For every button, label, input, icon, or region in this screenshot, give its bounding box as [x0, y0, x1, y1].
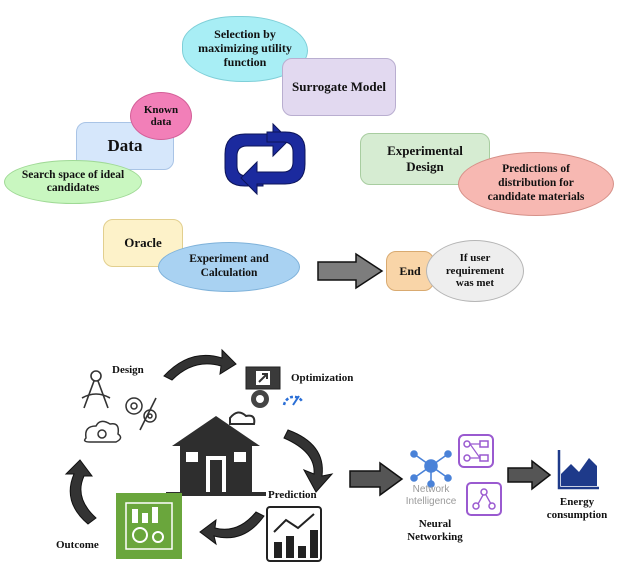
cloud-gear-icon [83, 420, 122, 443]
outcome-icon [116, 493, 182, 559]
prediction-label: Prediction [268, 489, 317, 501]
experiment-cloud: Experiment and Calculation [158, 242, 300, 292]
house-icon [166, 411, 266, 496]
curved-arrow-outcome-design [64, 459, 97, 525]
surrogate-model-label: Surrogate Model [292, 79, 386, 94]
gears-icon [125, 397, 157, 423]
data-label: Data [107, 136, 143, 155]
optimization-label: Optimization [291, 372, 354, 384]
selection-label: Selection by maximizing utility function [198, 27, 292, 69]
curved-arrow-prediction-outcome [199, 511, 265, 546]
predictions-label: Predictions of distribution for candidat… [487, 163, 585, 203]
predictions-cloud: Predictions of distribution for candidat… [458, 152, 614, 216]
neural-networking-label: Neural Networking [407, 518, 463, 543]
to-end-arrow [317, 252, 384, 290]
end-label: End [399, 263, 421, 278]
design-label: Design [112, 364, 144, 376]
prediction-chart-icon [266, 506, 322, 562]
design-icons [81, 370, 157, 443]
curved-arrow-optimization-prediction [283, 429, 334, 493]
if-user-label: If user requirement was met [445, 252, 505, 290]
cycle-arrow-right-icon [240, 131, 306, 196]
search-space-cloud: Search space of ideal candidates [4, 160, 142, 204]
network-intelligence-label: Network Intelligence [405, 484, 457, 507]
network-intelligence-icon [410, 450, 452, 488]
outcome-label: Outcome [56, 539, 99, 551]
to-energy-arrow [507, 459, 552, 491]
experimental-design-label: Experimental Design [387, 143, 463, 174]
neural-network-icon [458, 434, 494, 468]
wrench-icon [139, 397, 157, 431]
cycle-arrows [224, 122, 306, 196]
search-space-label: Search space of ideal candidates [21, 168, 125, 194]
experiment-label: Experiment and Calculation [189, 253, 269, 279]
selection-cloud: Selection by maximizing utility function [182, 16, 308, 82]
known-data-cloud: Known data [130, 92, 192, 140]
energy-chart-icon [557, 450, 599, 490]
curved-arrow-design-optimization [163, 348, 237, 381]
oracle-label: Oracle [124, 235, 162, 250]
compass-icon [81, 370, 111, 409]
surrogate-model-box: Surrogate Model [282, 58, 396, 116]
if-user-cloud: If user requirement was met [426, 240, 524, 302]
graph-nodes-icon [466, 482, 502, 516]
oracle-box: Oracle [103, 219, 183, 267]
known-data-label: Known data [143, 103, 179, 128]
to-network-arrow [349, 461, 404, 497]
energy-consumption-label: Energy consumption [546, 496, 608, 521]
optimization-icon [245, 366, 304, 408]
